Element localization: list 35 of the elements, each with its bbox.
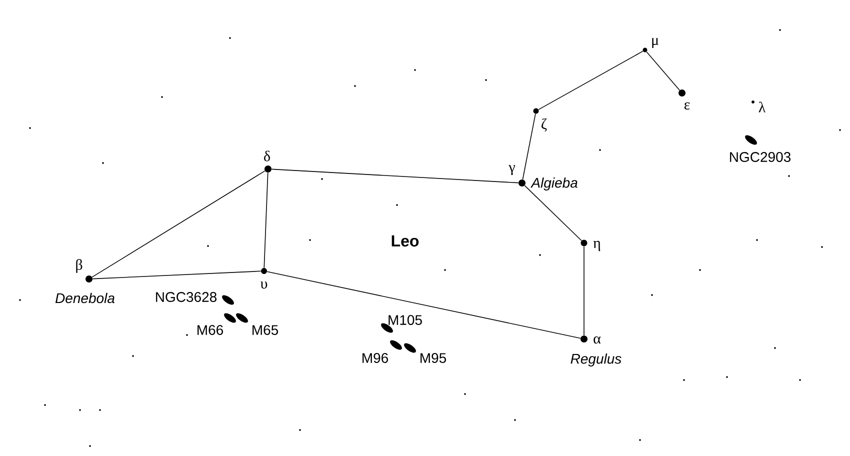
star-name: Regulus — [570, 353, 622, 367]
object-label: NGC2903 — [730, 152, 790, 162]
star-letter: υ — [260, 281, 268, 289]
star — [752, 100, 754, 104]
object-label: M95 — [420, 353, 446, 363]
star — [261, 268, 267, 274]
star-letter: ζ — [542, 118, 547, 132]
object-label: NGC3628 — [156, 292, 217, 302]
constellation-line — [92, 170, 266, 278]
star-letter: δ — [264, 150, 270, 162]
star — [533, 108, 539, 114]
star — [642, 48, 648, 52]
star-letter: η — [593, 240, 600, 252]
object-label: M96 — [362, 353, 388, 363]
star-letter: α — [594, 336, 601, 344]
star-name: Denebola — [55, 292, 114, 304]
star — [580, 240, 588, 246]
constellation-line — [522, 114, 536, 180]
object-label: M65 — [252, 325, 278, 335]
constellation-line — [266, 271, 581, 339]
star-letter: γ — [508, 164, 515, 176]
constellation-line — [538, 50, 644, 110]
star-letter: β — [76, 259, 82, 273]
star-letter: λ — [758, 102, 766, 112]
star-letter: μ — [652, 38, 658, 48]
constellation-line — [524, 185, 582, 242]
constellation-line — [264, 172, 268, 268]
constellation-line — [92, 270, 262, 280]
object-label: M105 — [388, 315, 422, 325]
constellation-line — [271, 168, 519, 184]
object-label: M66 — [198, 325, 223, 335]
star-name: Algieba — [530, 177, 578, 191]
constellation-name: Leo — [392, 235, 419, 247]
star-letter: ε — [684, 102, 690, 110]
constellation-line — [646, 51, 680, 91]
